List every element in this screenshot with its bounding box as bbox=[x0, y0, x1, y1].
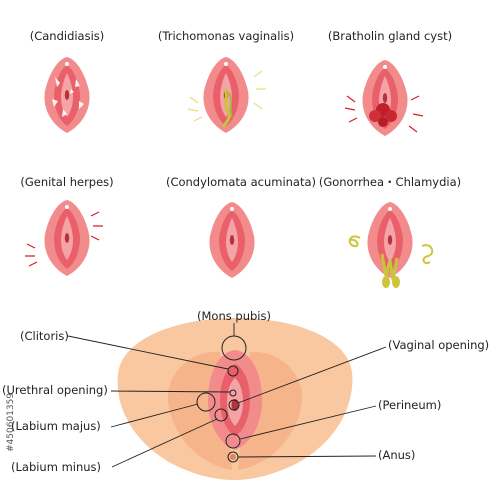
caption-bartholin: (Bratholin gland cyst) bbox=[328, 29, 452, 43]
clitoris-leader bbox=[67, 335, 229, 370]
labium-majus-marker bbox=[196, 392, 216, 412]
labium-majus-label: (Labium majus) bbox=[11, 419, 101, 433]
herpes-illustration bbox=[25, 200, 103, 276]
clitoris-marker bbox=[227, 365, 239, 377]
condylomata-illustration bbox=[209, 202, 255, 278]
labium-minus-marker bbox=[214, 408, 228, 422]
labium-minus-leader bbox=[111, 418, 218, 468]
urethral-opening-leader bbox=[110, 390, 231, 393]
caption-condylomata: (Condylomata acuminata) bbox=[166, 175, 316, 189]
vaginal-opening-marker bbox=[228, 399, 240, 411]
labium-minus-label: (Labium minus) bbox=[11, 460, 101, 474]
anus-leader bbox=[237, 455, 377, 458]
caption-gonorrhea: (Gonorrhea・Chlamydia) bbox=[319, 175, 461, 189]
clitoris-label: (Clitoris) bbox=[20, 329, 69, 343]
pelvis-illustration bbox=[117, 318, 353, 480]
labium-majus-leader bbox=[110, 403, 199, 428]
caption-herpes: (Genital herpes) bbox=[20, 175, 113, 189]
watermark-id: #450601359 bbox=[6, 393, 16, 452]
caption-trichomonas: (Trichomonas vaginalis) bbox=[158, 29, 294, 43]
candidiasis-illustration bbox=[44, 57, 90, 133]
urethral-opening-marker bbox=[229, 389, 237, 397]
bartholin-cyst-illustration bbox=[344, 60, 424, 136]
caption-candidiasis: (Candidiasis) bbox=[30, 29, 105, 43]
trichomonas-illustration bbox=[187, 57, 266, 133]
anus-label: (Anus) bbox=[378, 448, 415, 462]
perineum-leader bbox=[239, 405, 377, 440]
urethral-opening-label: (Urethral opening) bbox=[2, 383, 108, 397]
mons-pubis-label: (Mons pubis) bbox=[197, 309, 271, 323]
vaginal-opening-label: (Vaginal opening) bbox=[388, 338, 489, 352]
perineum-marker bbox=[225, 433, 241, 449]
gonorrhea-illustration bbox=[348, 202, 434, 288]
vaginal-opening-leader bbox=[237, 346, 387, 404]
perineum-label: (Perineum) bbox=[378, 398, 441, 412]
